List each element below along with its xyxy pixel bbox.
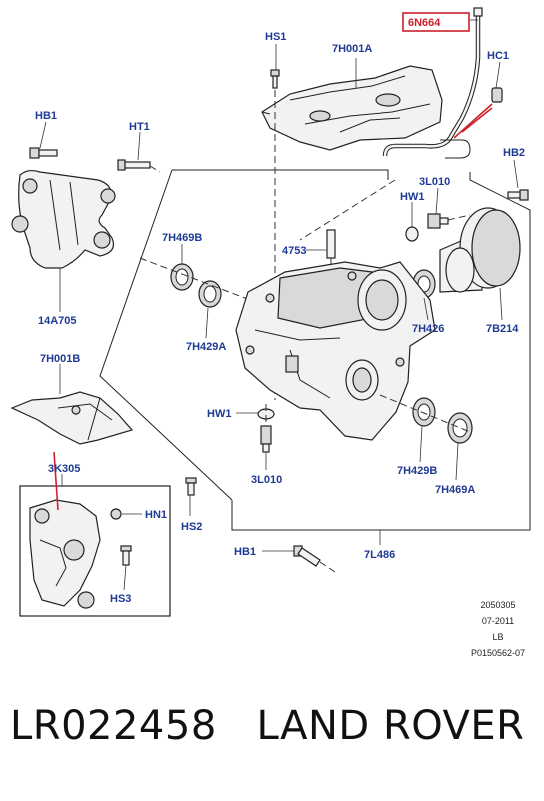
label-hw1-top: HW1 [400,191,424,203]
leader-lines [39,19,519,591]
hb1-bolt-top-icon [29,147,58,159]
footer-part-number: LR022458 [10,703,217,749]
label-3l010-top: 3L010 [419,176,450,188]
reference-stamp: 2050305 07-2011 LB P0150562-07 [471,600,525,658]
stamp-ref: P0150562-07 [471,648,525,658]
hs3-screw-icon [120,545,132,566]
mounting-bracket [11,169,116,269]
vent-pipe [382,7,503,159]
label-7l486: 7L486 [364,549,395,561]
label-hc1: HC1 [487,50,509,62]
label-14a705: 14A705 [38,315,77,327]
label-3k305: 3K305 [48,463,80,475]
label-7b214: 7B214 [486,323,519,335]
label-7h429b: 7H429B [397,465,437,477]
output-flange-7b214-icon [439,207,521,293]
label-4753: 4753 [282,245,306,257]
stamp-side: LB [492,632,503,642]
assembly-outline [99,169,531,531]
heat-shield-upper [261,65,443,151]
ht1-stud-icon [117,159,161,173]
label-7h469b-left: 7H469B [162,232,202,244]
label-hw1-bottom: HW1 [207,408,231,420]
label-hs1: HS1 [265,31,286,43]
label-7h001b: 7H001B [40,353,80,365]
hn1-nut-icon [110,508,122,520]
label-hb1-top: HB1 [35,110,57,122]
sensor-3l010-top-icon [427,213,449,229]
exploded-parts-diagram: 6N664 HS1 7H001A HC1 HB1 HT1 HB2 3L010 H… [10,7,531,658]
stamp-code: 2050305 [480,600,515,610]
label-7h469a: 7H469A [435,484,475,496]
part-labels: 6N664 HS1 7H001A HC1 HB1 HT1 HB2 3L010 H… [35,12,525,605]
seal-7h469a-icon [447,412,473,444]
label-ht1: HT1 [129,121,150,133]
label-hb2: HB2 [503,147,525,159]
label-hb1-bottom: HB1 [234,546,256,558]
washer-hw1-top-icon [405,226,419,242]
hb1-bolt-bottom-icon [293,545,336,573]
differential-housing [235,261,436,441]
label-hs3: HS3 [110,593,131,605]
label-7h426: 7H426 [412,323,444,335]
label-6n664: 6N664 [408,17,441,29]
footer-part-brand: LR022458 LAND ROVER [10,706,524,746]
label-hs2: HS2 [181,521,202,533]
hs2-screw-icon [185,477,197,496]
label-hn1: HN1 [145,509,167,521]
stamp-date: 07-2011 [482,616,514,626]
seal-7h469b-icon [170,263,194,291]
seal-7h429a-icon [198,280,222,308]
footer-caption [0,668,544,801]
label-7h001a: 7H001A [332,43,372,55]
mount-assembly-box [19,451,171,617]
label-6n664-box [402,12,470,32]
footer-brand: LAND ROVER [256,703,525,749]
label-7h429a: 7H429A [186,341,226,353]
heat-shield-lower [10,391,134,445]
label-3l010-bottom: 3L010 [251,474,282,486]
seal-7h429b-icon [412,397,436,427]
hb2-bolt-icon [507,189,529,201]
